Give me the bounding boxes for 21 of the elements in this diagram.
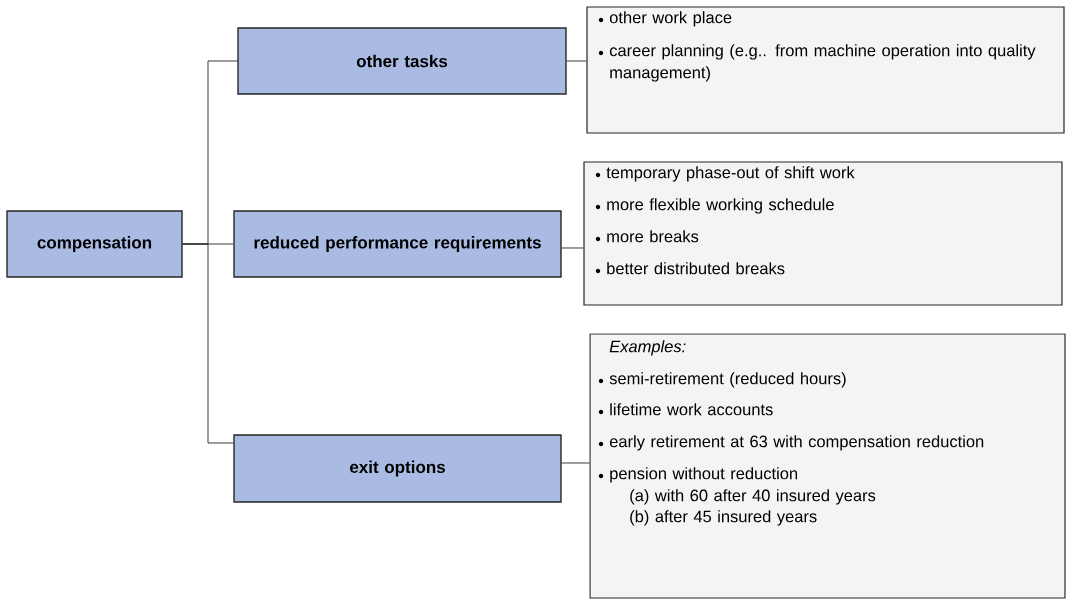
bullet-item: temporary phase-out of shift work <box>606 166 855 182</box>
bullet-item: lifetime work accounts <box>610 403 773 416</box>
category-box: reduced performance requirements <box>233 210 562 278</box>
bullet-item: better distributed breaks <box>607 262 785 275</box>
bullet-item: more flexible working schedule <box>607 198 834 214</box>
connector-line <box>182 243 234 444</box>
category-box: other tasks <box>237 27 567 95</box>
bullet-item: semi-retirement (reduced hours) <box>609 372 846 388</box>
connector-line <box>566 60 587 62</box>
sub-item: (a) with 60 after 40 insured years <box>630 489 876 505</box>
bullet-item: pension without reduction <box>610 467 798 483</box>
list-heading: Examples: <box>609 340 686 356</box>
connector-line <box>561 462 590 464</box>
bullet-item: early retirement at 63 with compensation reduction <box>609 435 984 451</box>
bullet-item: career planning (e.g.. from machine operation into quality management) <box>609 44 1036 82</box>
category-box: compensation <box>6 210 183 278</box>
bullet-item: more breaks <box>607 230 699 243</box>
bullet-item: other work place <box>609 11 732 27</box>
sub-item: (b) after 45 insured years <box>630 510 817 526</box>
category-box: exit options <box>233 434 562 503</box>
connector-line <box>561 247 584 249</box>
